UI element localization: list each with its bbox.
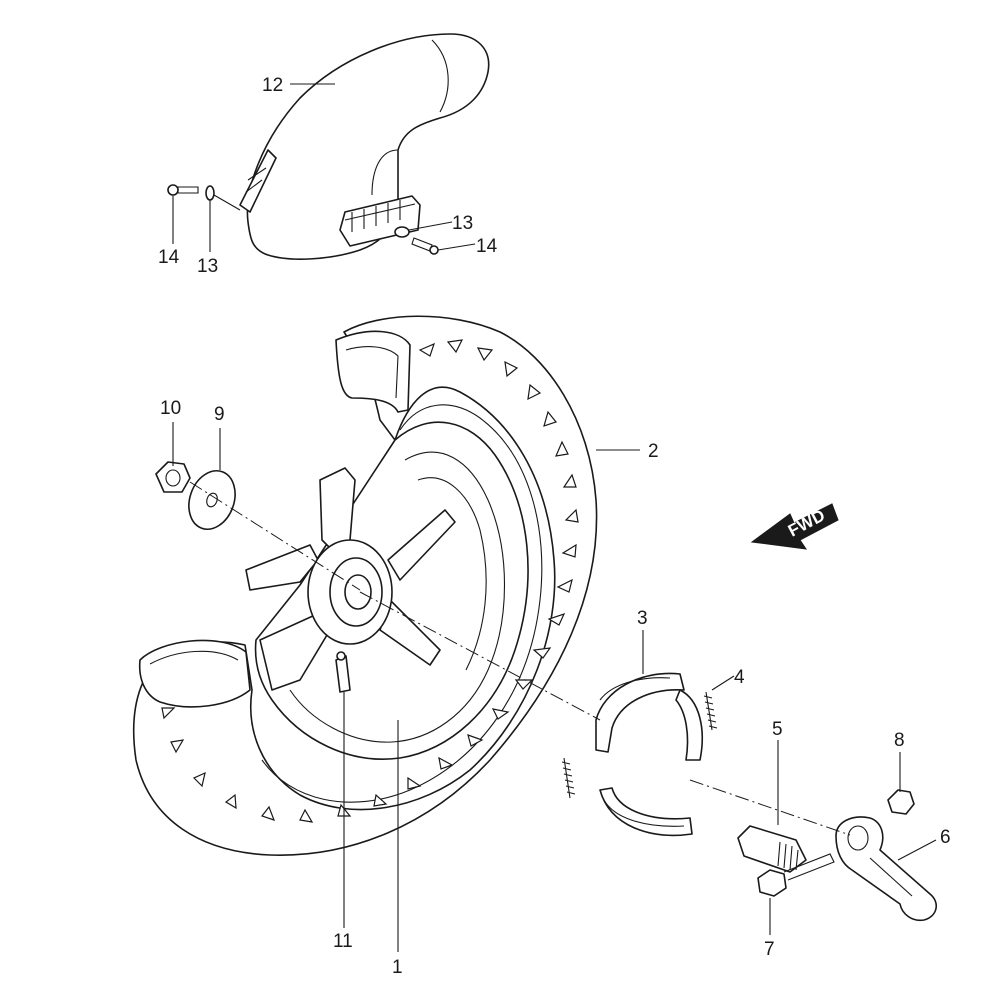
axle-washer [188, 470, 236, 530]
callout-14a: 14 [158, 247, 180, 268]
callout-13a: 13 [197, 256, 218, 277]
brake-shoe [595, 672, 703, 837]
arm-nut [887, 789, 915, 815]
callout-6: 6 [940, 827, 951, 848]
callout-4: 4 [734, 667, 745, 688]
forward-direction-arrow: FWD [750, 503, 839, 550]
callout-12: 12 [262, 75, 283, 96]
callout-9: 9 [214, 404, 225, 425]
callout-13b: 13 [452, 213, 473, 234]
callout-7: 7 [764, 939, 775, 960]
callout-5: 5 [772, 719, 783, 740]
brake-arm [835, 816, 937, 922]
arm-bolt [757, 853, 835, 897]
axle-centerline [189, 481, 851, 836]
wheel-rim [245, 421, 529, 760]
axle-nut [155, 461, 191, 493]
brake-cam [737, 825, 807, 873]
callout-10: 10 [160, 398, 181, 419]
brake-springs [561, 691, 718, 799]
front-fender [167, 33, 490, 260]
callout-numbers: 12 14 13 13 14 10 9 2 3 4 5 8 6 7 11 1 [158, 75, 951, 978]
callout-8: 8 [894, 730, 905, 751]
callout-11: 11 [333, 931, 353, 952]
callout-3: 3 [637, 608, 648, 629]
callout-1: 1 [392, 957, 403, 978]
callout-14b: 14 [476, 236, 498, 257]
callout-leader-lines [172, 83, 937, 952]
tire [132, 315, 598, 856]
callout-2: 2 [648, 441, 659, 462]
